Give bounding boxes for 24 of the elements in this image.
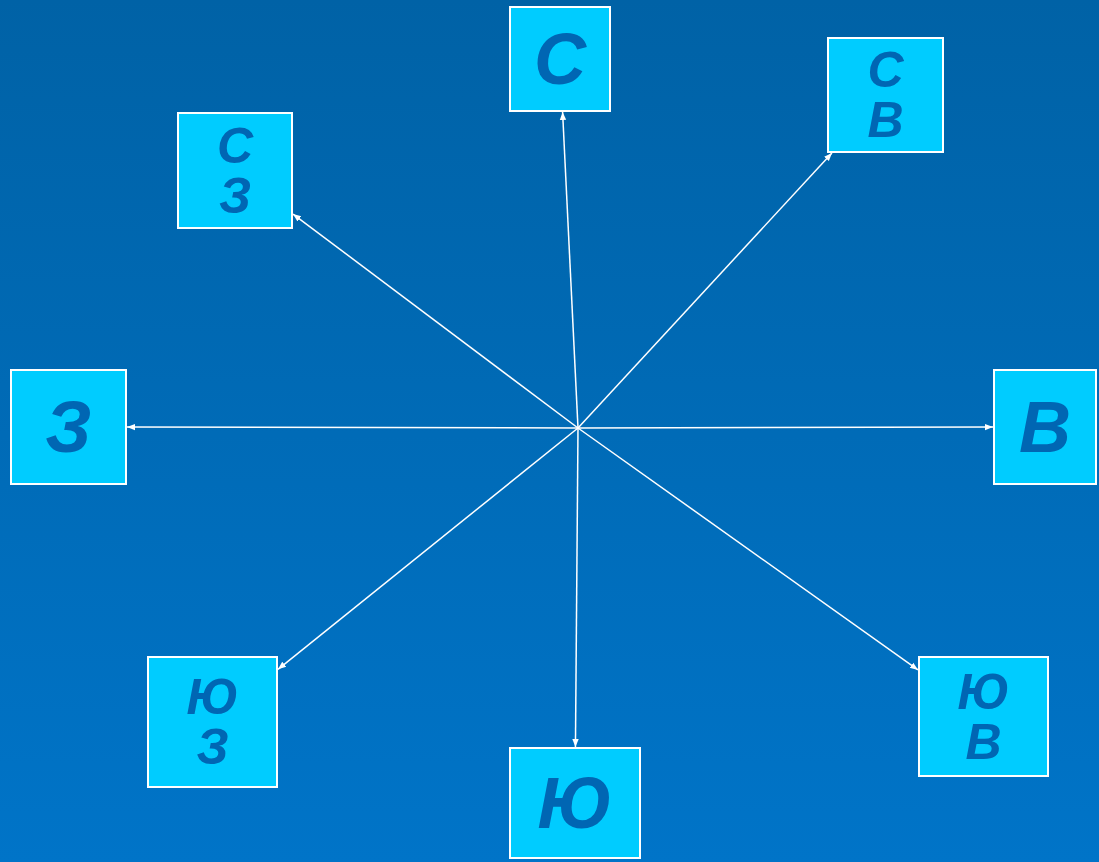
direction-letter: Ю В xyxy=(956,666,1011,767)
direction-box xyxy=(509,747,641,859)
direction-letter: Ю З xyxy=(185,672,240,772)
arrow xyxy=(126,423,579,431)
direction-letter: В xyxy=(1019,391,1071,463)
direction-letter: С З xyxy=(215,120,255,221)
arrow xyxy=(577,423,994,431)
direction-box xyxy=(177,112,293,229)
arrow xyxy=(559,111,579,429)
arrow xyxy=(292,213,579,429)
arrow xyxy=(577,152,833,429)
direction-box xyxy=(827,37,944,153)
direction-letter: С В xyxy=(866,45,905,145)
direction-box xyxy=(918,656,1049,777)
direction-box xyxy=(509,6,611,112)
direction-letter: С xyxy=(534,23,586,95)
direction-letter: Ю xyxy=(537,767,613,839)
arrow xyxy=(577,427,919,671)
direction-box xyxy=(993,369,1097,485)
arrow xyxy=(572,427,579,748)
direction-box xyxy=(10,369,127,485)
arrow xyxy=(277,427,579,671)
direction-box xyxy=(147,656,278,788)
direction-letter: З xyxy=(45,391,92,463)
